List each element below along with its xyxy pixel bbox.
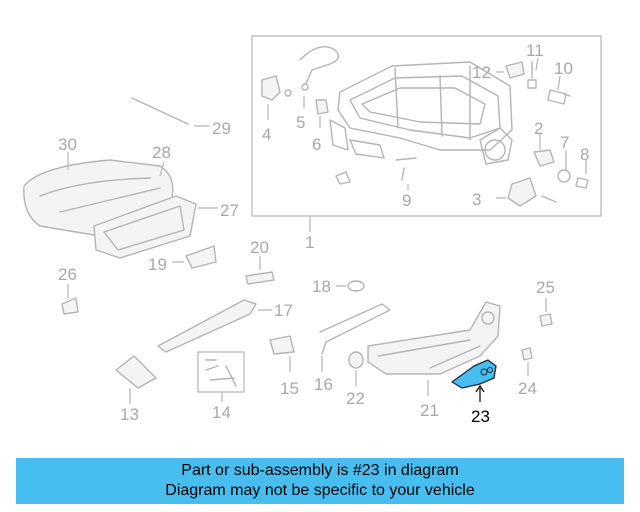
part-11-bolt: [527, 61, 537, 89]
part-29-rod: [131, 97, 189, 125]
part-14-kit-box: [197, 351, 245, 393]
part-15-bracket: [269, 335, 295, 355]
part-7-nut: [557, 169, 571, 183]
seat-frame-group: [251, 35, 602, 232]
callout-7: 7: [560, 133, 569, 152]
callout-6: 6: [312, 135, 321, 154]
callout-21: 21: [420, 401, 439, 420]
callout-24: 24: [518, 379, 537, 398]
info-banner: Part or sub-assembly is #23 in diagram D…: [16, 458, 624, 504]
callout-20: 20: [250, 238, 269, 257]
part-24-clip: [521, 347, 533, 361]
part-20-clip: [245, 271, 275, 285]
part-17-track-cover: [157, 299, 257, 353]
callout-22: 22: [346, 389, 365, 408]
callout-8: 8: [580, 145, 589, 164]
part-22-knob: [348, 351, 364, 369]
callout-14: 14: [212, 403, 231, 422]
banner-line-2: Diagram may not be specific to your vehi…: [165, 482, 475, 499]
callout-3: 3: [472, 190, 481, 209]
part-4-bracket: [261, 75, 281, 101]
callout-17: 17: [274, 301, 293, 320]
part-25-clip: [539, 313, 553, 327]
part-21-rail-assembly: [367, 301, 501, 375]
callout-12: 12: [472, 63, 491, 82]
parts-diagram-svg: 1 2 3 4 5 6 7 8 9 10 11 12 13 14 15 16 1…: [23, 35, 602, 426]
callout-5: 5: [296, 113, 305, 132]
part-19-bracket: [185, 245, 217, 269]
callout-26: 26: [58, 265, 77, 284]
callout-4: 4: [262, 125, 271, 144]
callout-13: 13: [120, 405, 139, 424]
callout-9: 9: [402, 191, 411, 210]
part-27-cover: [93, 195, 197, 259]
part-23-highlighted: [451, 359, 497, 389]
callout-23: 23: [471, 407, 490, 426]
callout-27: 27: [220, 201, 239, 220]
part-26-clip: [61, 297, 79, 315]
part-8-clip: [575, 177, 589, 189]
part-10-bolt: [547, 89, 571, 105]
parts-diagram: 1 2 3 4 5 6 7 8 9 10 11 12 13 14 15 16 1…: [23, 35, 602, 426]
callout-19: 19: [148, 255, 167, 274]
callout-30: 30: [58, 135, 77, 154]
part-2-bracket: [533, 149, 555, 167]
callout-25: 25: [536, 278, 555, 297]
callout-2: 2: [534, 119, 543, 138]
part-12-bracket: [505, 61, 525, 79]
callout-18: 18: [312, 277, 331, 296]
seat-frame-outline: [337, 61, 513, 151]
callout-15: 15: [280, 379, 299, 398]
callout-28: 28: [152, 143, 171, 162]
part-13-bracket: [115, 355, 157, 389]
callout-29: 29: [212, 119, 231, 138]
callout-10: 10: [554, 59, 573, 78]
banner-line-1: Part or sub-assembly is #23 in diagram: [181, 462, 459, 479]
callout-11: 11: [526, 41, 544, 60]
seat-frame-box: [251, 35, 602, 217]
callout-1: 1: [305, 233, 314, 252]
part-6-clip: [315, 99, 329, 115]
part-9-wire: [395, 157, 417, 181]
part-16-rail: [319, 303, 391, 355]
part-3-recliner: [507, 177, 537, 207]
callout-16: 16: [314, 375, 333, 394]
part-18-cap: [347, 280, 365, 292]
